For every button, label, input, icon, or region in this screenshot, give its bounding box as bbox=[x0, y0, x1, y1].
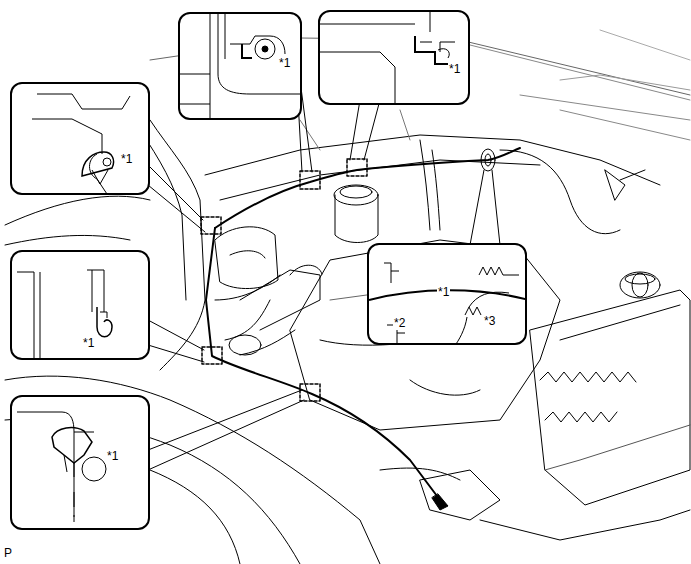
inset-callout-box: *1 bbox=[318, 10, 470, 105]
callout-number: *1 bbox=[278, 56, 291, 70]
callout-number: *1 bbox=[82, 336, 95, 350]
callout-number: *2 bbox=[393, 316, 406, 330]
clip-detail-sketch bbox=[12, 84, 150, 195]
callout-number: *1 bbox=[437, 285, 450, 299]
clip-detail-sketch bbox=[320, 12, 470, 105]
callout-number: *3 bbox=[483, 314, 496, 328]
inset-callout-box: *1 bbox=[10, 82, 150, 195]
inset-callout-box: *1 *2 *3 bbox=[367, 243, 527, 345]
inset-callout-box: *1 bbox=[10, 250, 150, 360]
inset-callout-box: *1 bbox=[10, 395, 150, 530]
figure-code: P bbox=[4, 546, 12, 560]
clip-detail-sketch bbox=[12, 397, 150, 530]
inset-callout-box: *1 bbox=[178, 12, 302, 120]
callout-number: *1 bbox=[120, 152, 133, 166]
clip-detail-sketch bbox=[12, 252, 150, 360]
callout-number: *1 bbox=[106, 449, 119, 463]
callout-number: *1 bbox=[448, 62, 461, 76]
